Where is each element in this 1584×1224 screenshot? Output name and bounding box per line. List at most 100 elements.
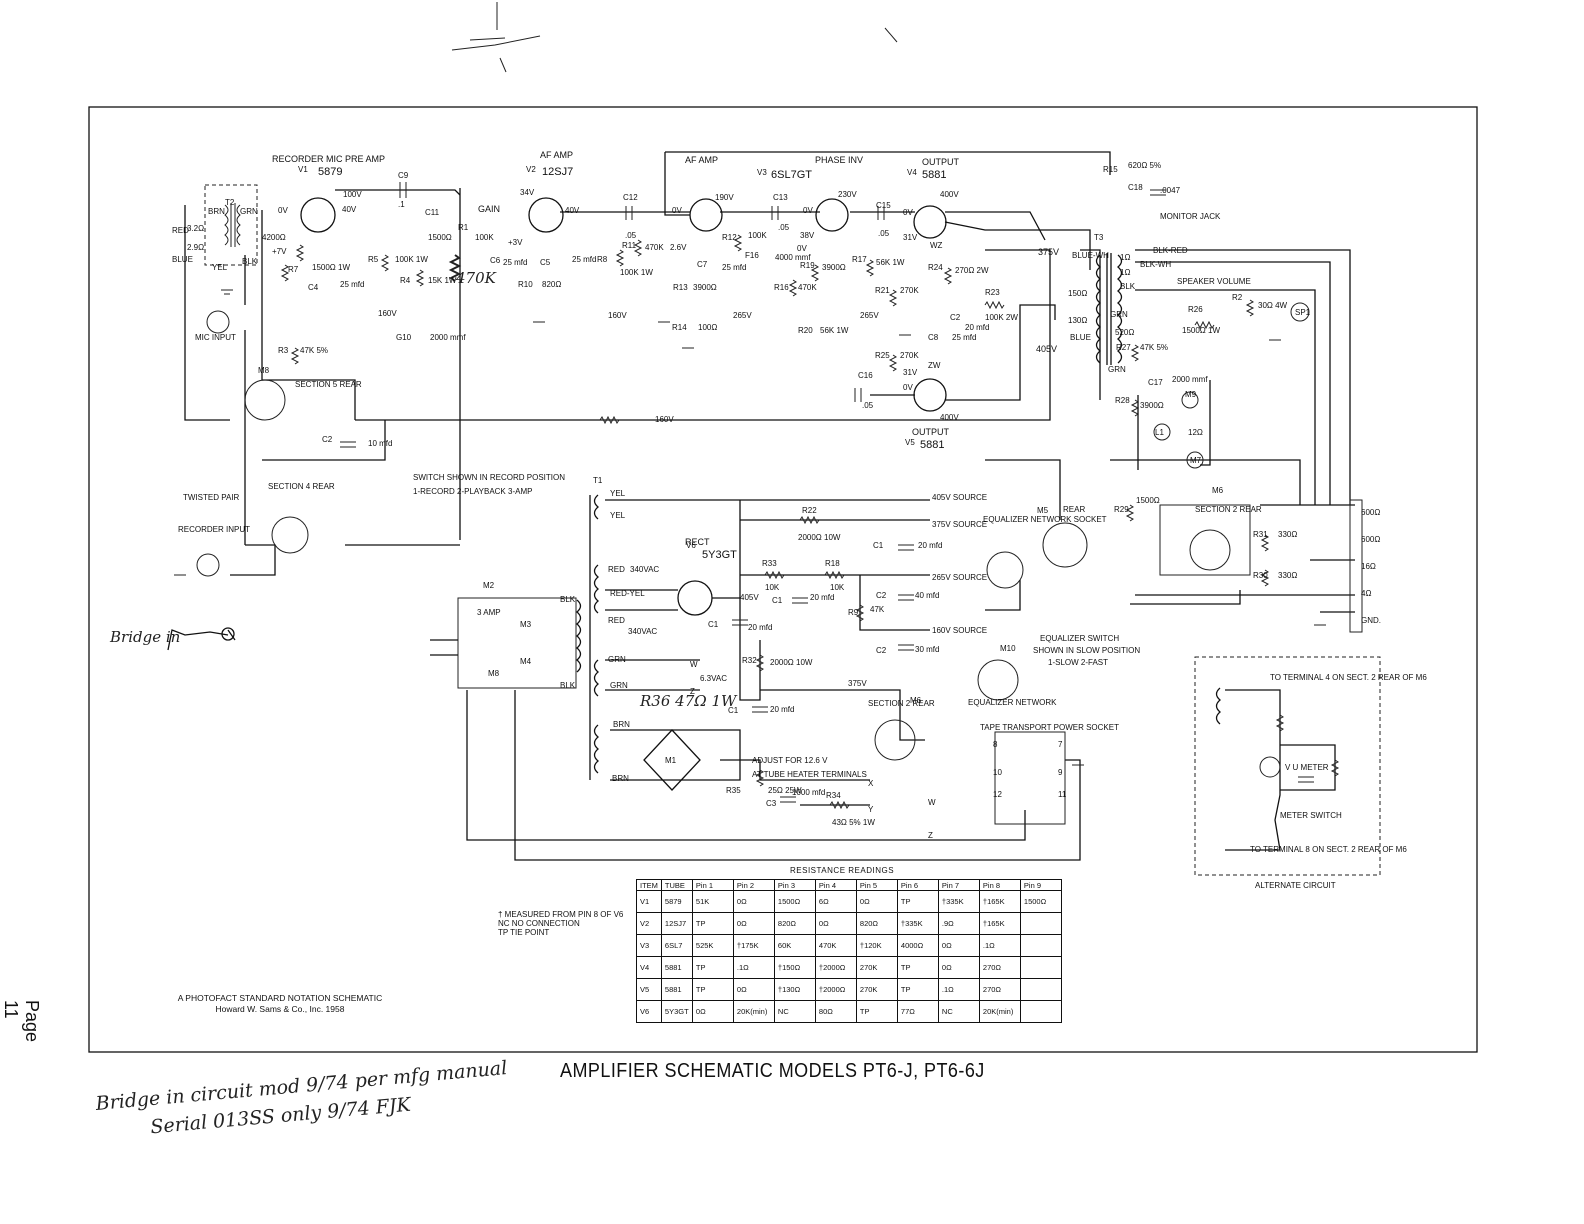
table-cell: .1Ω bbox=[732, 956, 775, 979]
svg-text:C13: C13 bbox=[773, 193, 788, 202]
to-terminal-2: TO TERMINAL 8 ON SECT. 2 REAR OF M6 bbox=[1250, 845, 1407, 854]
ac-340-lower: 340VAC bbox=[628, 627, 657, 636]
svg-text:C1: C1 bbox=[728, 706, 739, 715]
table-cell: 5881 bbox=[660, 978, 693, 1001]
svg-text:BRN: BRN bbox=[613, 720, 630, 729]
v1-function: RECORDER MIC PRE AMP bbox=[272, 154, 385, 164]
svg-text:10: 10 bbox=[993, 768, 1002, 777]
table-cell: NC bbox=[937, 1000, 980, 1023]
svg-text:BRN: BRN bbox=[208, 207, 225, 216]
svg-text:X: X bbox=[868, 779, 874, 788]
svg-text:12: 12 bbox=[993, 790, 1002, 799]
svg-text:3900Ω: 3900Ω bbox=[1140, 401, 1164, 410]
svg-text:R19: R19 bbox=[800, 261, 815, 270]
svg-text:SP1: SP1 bbox=[1295, 308, 1311, 317]
svg-text:1500Ω 1W: 1500Ω 1W bbox=[312, 263, 350, 272]
table-cell: 77Ω bbox=[896, 1000, 939, 1023]
input-transformer-t2 bbox=[204, 184, 258, 266]
table-cell: .1Ω bbox=[978, 934, 1021, 957]
svg-text:GRN: GRN bbox=[1108, 365, 1126, 374]
svg-text:Z: Z bbox=[690, 687, 695, 696]
svg-text:47K 5%: 47K 5% bbox=[1140, 343, 1168, 352]
svg-text:0V: 0V bbox=[903, 208, 913, 217]
table-cell: 6SL7 bbox=[660, 934, 693, 957]
svg-text:40V: 40V bbox=[342, 205, 357, 214]
col-header: ITEM bbox=[636, 879, 662, 891]
tube-v4-envelope bbox=[913, 205, 947, 239]
svg-text:R7: R7 bbox=[288, 265, 299, 274]
svg-text:25 mfd: 25 mfd bbox=[340, 280, 364, 289]
svg-text:375V: 375V bbox=[848, 679, 867, 688]
adjust-note-1: ADJUST FOR 12.6 V bbox=[752, 756, 828, 765]
svg-text:M9: M9 bbox=[1185, 390, 1197, 399]
table-cell: 0Ω bbox=[732, 978, 775, 1001]
svg-text:160V: 160V bbox=[378, 309, 397, 318]
svg-text:20 mfd: 20 mfd bbox=[770, 705, 794, 714]
svg-text:2000 mmf: 2000 mmf bbox=[1172, 375, 1208, 384]
svg-text:47K 5%: 47K 5% bbox=[300, 346, 328, 355]
table-cell: V2 bbox=[636, 912, 662, 935]
svg-text:9: 9 bbox=[1058, 768, 1063, 777]
svg-text:R23: R23 bbox=[985, 288, 1000, 297]
svg-text:31V: 31V bbox=[903, 368, 918, 377]
switch-note-2: 1-RECORD 2-PLAYBACK 3-AMP bbox=[413, 487, 532, 496]
table-cell: V1 bbox=[636, 890, 662, 913]
table-cell bbox=[1019, 956, 1062, 979]
col-header: TUBE bbox=[660, 879, 693, 891]
svg-text:520Ω: 520Ω bbox=[1115, 328, 1134, 337]
svg-text:470K: 470K bbox=[645, 243, 664, 252]
table-cell bbox=[1019, 1000, 1062, 1023]
table-cell: TP bbox=[896, 978, 939, 1001]
ac-340-upper: 340VAC bbox=[630, 565, 659, 574]
svg-text:375V: 375V bbox=[1038, 247, 1059, 257]
svg-text:V5: V5 bbox=[905, 438, 915, 447]
svg-text:0V: 0V bbox=[803, 206, 813, 215]
svg-text:1000 mfd: 1000 mfd bbox=[792, 788, 825, 797]
col-header: Pin 1 bbox=[691, 879, 734, 891]
svg-text:M4: M4 bbox=[520, 657, 532, 666]
v1-type: 5879 bbox=[318, 166, 342, 178]
to-terminal-1: TO TERMINAL 4 ON SECT. 2 REAR OF M6 bbox=[1270, 673, 1427, 682]
table-cell: 5Y3GT bbox=[660, 1000, 693, 1023]
table-cell: 20K(min) bbox=[732, 1000, 775, 1023]
svg-text:C2: C2 bbox=[876, 646, 887, 655]
svg-text:M8: M8 bbox=[488, 669, 500, 678]
svg-text:BLUE: BLUE bbox=[172, 255, 193, 264]
svg-text:190V: 190V bbox=[715, 193, 734, 202]
svg-text:.1: .1 bbox=[398, 200, 405, 209]
svg-text:R31: R31 bbox=[1253, 530, 1268, 539]
svg-text:GRN: GRN bbox=[608, 655, 626, 664]
page-title: AMPLIFIER SCHEMATIC MODELS PT6-J, PT6-6J bbox=[560, 1060, 985, 1082]
v6-type: 5Y3GT bbox=[702, 549, 737, 561]
svg-text:C5: C5 bbox=[540, 258, 551, 267]
svg-text:265V: 265V bbox=[860, 311, 879, 320]
svg-text:270K: 270K bbox=[900, 351, 919, 360]
svg-text:YEL: YEL bbox=[610, 489, 626, 498]
svg-text:C6: C6 bbox=[490, 256, 501, 265]
table-cell bbox=[1019, 934, 1062, 957]
note-3: TP TIE POINT bbox=[498, 928, 550, 937]
svg-text:R27: R27 bbox=[1116, 343, 1131, 352]
terminal-1: 600Ω bbox=[1361, 535, 1380, 544]
table-cell bbox=[1019, 912, 1062, 935]
svg-text:100Ω: 100Ω bbox=[698, 323, 717, 332]
table-cell: 0Ω bbox=[937, 956, 980, 979]
svg-text:C15: C15 bbox=[876, 201, 891, 210]
col-header: Pin 9 bbox=[1019, 879, 1062, 891]
svg-text:R5: R5 bbox=[368, 255, 379, 264]
col-header: Pin 2 bbox=[732, 879, 775, 891]
svg-text:M7: M7 bbox=[1190, 456, 1202, 465]
svg-text:3900Ω: 3900Ω bbox=[822, 263, 846, 272]
svg-text:M10: M10 bbox=[1000, 644, 1016, 653]
svg-text:25 mfd: 25 mfd bbox=[503, 258, 527, 267]
svg-text:R18: R18 bbox=[825, 559, 840, 568]
section2b-label: SECTION 2 REAR bbox=[868, 699, 935, 708]
terminal-0: 600Ω bbox=[1361, 508, 1380, 517]
svg-text:2000Ω 10W: 2000Ω 10W bbox=[770, 658, 813, 667]
table-cell: †150Ω bbox=[773, 956, 816, 979]
svg-text:8: 8 bbox=[993, 740, 998, 749]
svg-text:100K 1W: 100K 1W bbox=[620, 268, 653, 277]
svg-text:W: W bbox=[690, 660, 698, 669]
col-header: Pin 4 bbox=[814, 879, 857, 891]
svg-text:R29: R29 bbox=[1114, 505, 1129, 514]
